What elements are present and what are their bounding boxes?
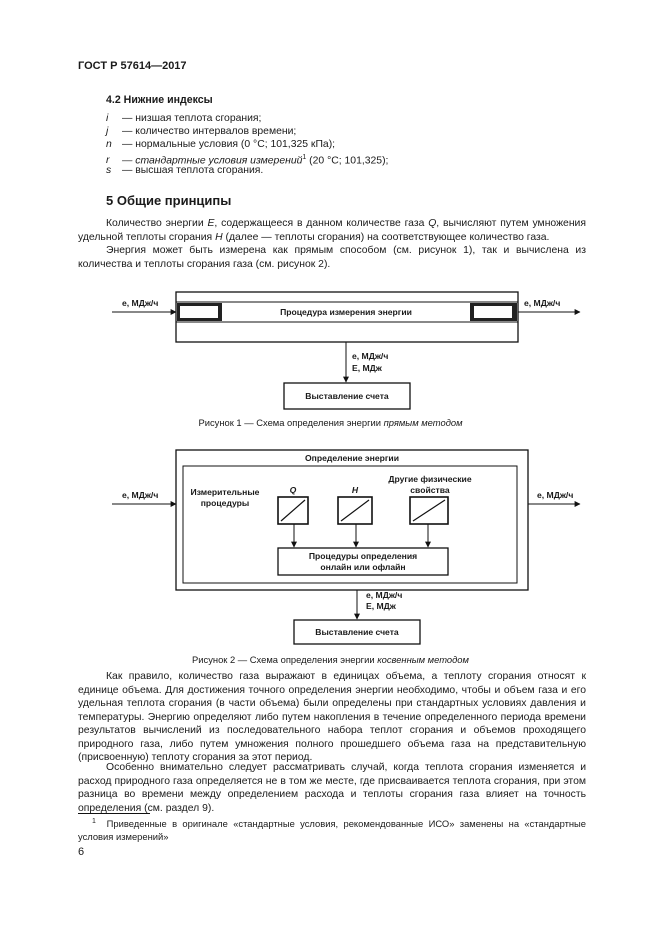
fig2-h-label: H (351, 485, 359, 495)
paragraph-1: Количество энергии E, содержащееся в дан… (78, 217, 586, 244)
text-run: Количество энергии (106, 218, 208, 229)
fig2-measurement-label: Измерительные процедуры (190, 487, 260, 508)
fig2-input-label: e, МДж/ч (122, 490, 159, 500)
fig1-main-block (175, 291, 519, 343)
text-run: , содержащееся в данном количестве газа (214, 218, 429, 229)
fig2-energy-label: E, МДж (366, 601, 396, 611)
fig2-output-label: e, МДж/ч (537, 490, 574, 500)
footnote: 1 Приведенные в оригинале «стандартные у… (78, 816, 586, 843)
index-desc: — нормальные условия (0 °С; 101,325 кПа)… (122, 139, 336, 150)
footnote-ref: 1 (302, 154, 307, 161)
fig2-billing-label: Выставление счета (315, 627, 399, 637)
page-number: 6 (78, 846, 85, 858)
index-item-s: s — высшая теплота сгорания. (106, 164, 263, 177)
fig1-billing-label: Выставление счета (305, 391, 389, 401)
fig2-outer-block (175, 449, 529, 591)
section-title: 5 Общие принципы (106, 193, 232, 208)
fig2-procedure-label: Процедуры определения онлайн или офлайн (308, 551, 418, 572)
index-desc: (20 °С; 101,325); (306, 155, 389, 167)
text-run: (далее — теплоты сгорания) на соответств… (222, 231, 550, 243)
fig1-input-label: e, МДж/ч (122, 298, 159, 308)
caption-text: Рисунок 2 — Схема определения энергии (192, 654, 378, 665)
fig1-output-label: e, МДж/ч (524, 298, 561, 308)
caption-italic: косвенным методом (377, 654, 469, 665)
paragraph-3: Как правило, количество газа выражают в … (78, 671, 586, 763)
fig1-billing-box (283, 382, 411, 410)
footnote-rule (78, 813, 150, 814)
index-desc: — количество интервалов времени; (122, 126, 297, 137)
symbol-Q: Q (428, 218, 437, 229)
fig1-flow-label: e, МДж/ч (352, 351, 389, 361)
index-symbol: s (106, 165, 112, 176)
footnote-text: Приведенные в оригинале «стандартные усл… (78, 818, 586, 842)
index-symbol: n (106, 139, 112, 150)
fig2-billing-box (293, 619, 421, 645)
index-item-n: n — нормальные условия (0 °С; 101,325 кПа… (106, 138, 335, 151)
symbol-H: H (215, 231, 223, 243)
fig1-right-flange-inner (474, 306, 512, 318)
text-run: , вычисляют путем умножения удельной теп… (78, 218, 586, 243)
index-symbol: j (106, 126, 109, 137)
index-desc: — низшая теплота сгорания; (122, 113, 262, 124)
index-item-r: r — стандартные условия измерений1 (20 °С… (106, 151, 388, 167)
fig1-left-flange-inner (180, 306, 218, 318)
index-desc-italic: — стандартные условия измерений (122, 155, 303, 167)
caption-italic: прямым методом (383, 417, 463, 428)
fig2-q-label: Q (289, 485, 297, 495)
index-item-i: i — низшая теплота сгорания; (106, 112, 261, 125)
fig1-procedure-label: Процедура измерения энергии (280, 307, 412, 317)
index-desc: — высшая теплота сгорания. (122, 165, 264, 176)
fig2-inner-block (182, 465, 518, 584)
caption-text: Рисунок 1 — Схема определения энергии (198, 417, 384, 428)
fig2-sensor-other (409, 496, 449, 525)
fig2-procedure-box (277, 547, 449, 576)
paragraph-2: Энергия может быть измерена как прямым с… (78, 245, 586, 270)
figure-1-caption: Рисунок 1 — Схема определения энергии пр… (0, 417, 661, 428)
document-header: ГОСТ Р 57614—2017 (78, 60, 187, 72)
figure-2-caption: Рисунок 2 — Схема определения энергии ко… (0, 654, 661, 665)
fig2-title: Определение энергии (304, 453, 399, 463)
fig2-flow-label: e, МДж/ч (366, 590, 403, 600)
index-item-j: j — количество интервалов времени; (106, 125, 296, 138)
symbol-E: E (207, 218, 215, 229)
index-symbol: r (106, 155, 110, 167)
index-symbol: i (106, 113, 109, 124)
fig1-energy-label: E, МДж (352, 363, 382, 373)
paragraph-4: Особенно внимательно следует рассматрива… (78, 762, 586, 814)
fig2-sensor-h (337, 496, 373, 525)
subsection-title: 4.2 Нижние индексы (106, 94, 213, 106)
fig2-sensor-q (277, 496, 309, 525)
footnote-mark: 1 (92, 818, 96, 825)
fig2-other-label: Другие физические свойства (388, 474, 472, 495)
